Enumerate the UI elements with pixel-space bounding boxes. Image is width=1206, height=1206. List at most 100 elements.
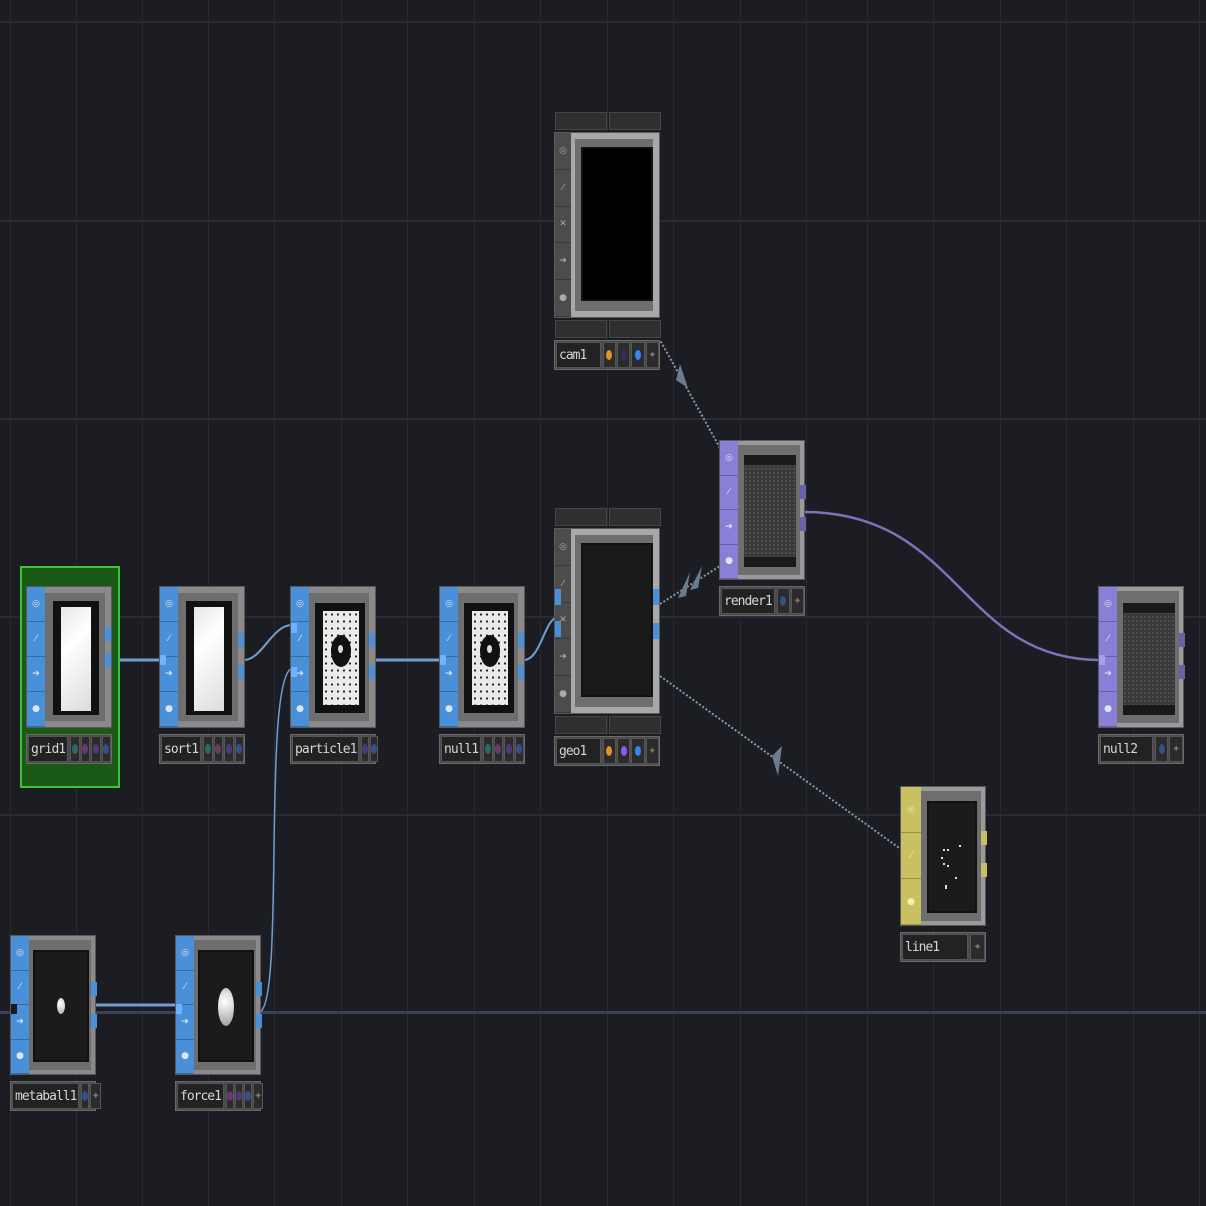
viewer-icon[interactable]: ◎: [720, 441, 738, 476]
flag-purple[interactable]: [91, 736, 101, 762]
viewer-icon[interactable]: ◎: [176, 936, 194, 971]
comp-bottom-connector[interactable]: [555, 716, 607, 734]
lock-icon[interactable]: ●: [440, 692, 458, 727]
flag-teal[interactable]: [203, 736, 213, 762]
output-connector[interactable]: [518, 665, 524, 679]
node-name[interactable]: grid1: [28, 736, 69, 762]
output-connector[interactable]: [369, 665, 375, 679]
input-connector[interactable]: [440, 655, 446, 665]
lock-icon[interactable]: ●: [555, 676, 571, 713]
wire-ref-geo1-render1[interactable]: [659, 565, 721, 605]
output-connector[interactable]: [800, 517, 806, 531]
edit-icon[interactable]: ⁄: [291, 622, 309, 657]
flag-blue[interactable]: [776, 588, 790, 614]
flag-blue[interactable]: [631, 738, 645, 764]
input-connector[interactable]: [555, 589, 561, 605]
edit-icon[interactable]: ⁄: [1099, 622, 1117, 657]
comp-bottom-connector[interactable]: [555, 320, 607, 338]
input-connector[interactable]: [176, 1004, 182, 1014]
node-name[interactable]: metaball1: [12, 1083, 80, 1109]
bypass-x-icon[interactable]: ✕: [555, 603, 571, 640]
flag-blue[interactable]: [234, 736, 245, 762]
flag-blue[interactable]: [631, 342, 645, 368]
node-null2[interactable]: ◎ ⁄ ➔ ● null2 ✦: [1098, 586, 1186, 766]
node-viewer[interactable]: ◎ ⁄ ➔ ●: [10, 935, 97, 1075]
flag-purple[interactable]: [617, 738, 631, 764]
flag-purple[interactable]: [224, 736, 234, 762]
input-connector[interactable]: [555, 621, 561, 637]
edit-icon[interactable]: ⁄: [901, 833, 921, 879]
wire-force1-particle1[interactable]: [259, 667, 293, 1013]
output-connector[interactable]: [91, 1014, 97, 1028]
node-viewer[interactable]: ◎ ⁄ ➔ ●: [290, 586, 376, 728]
edit-icon[interactable]: ⁄: [555, 566, 571, 603]
edit-icon[interactable]: ⁄: [160, 622, 178, 657]
export-icon[interactable]: ➔: [176, 1005, 194, 1040]
export-icon[interactable]: ➔: [291, 657, 309, 692]
flag-blue[interactable]: [370, 736, 379, 762]
output-connector[interactable]: [653, 623, 659, 639]
wire-ref-line1-geo1[interactable]: [659, 675, 903, 851]
lock-icon[interactable]: ●: [27, 692, 45, 727]
node-viewer[interactable]: ◎ ⁄ ➔ ●: [1098, 586, 1185, 728]
add-icon[interactable]: ✦: [645, 738, 660, 764]
output-connector[interactable]: [105, 653, 111, 667]
input-connector[interactable]: [1099, 655, 1105, 665]
node-viewer[interactable]: ◎ ⁄ ●: [900, 786, 987, 926]
node-particle1[interactable]: ◎ ⁄ ➔ ● particle1: [290, 586, 379, 768]
flag-magenta[interactable]: [213, 736, 224, 762]
edit-icon[interactable]: ⁄: [555, 170, 571, 207]
node-name[interactable]: null2: [1100, 736, 1153, 762]
node-name[interactable]: sort1: [161, 736, 202, 762]
flag-teal[interactable]: [70, 736, 80, 762]
add-icon[interactable]: ✦: [790, 588, 804, 614]
comp-top-connector[interactable]: [555, 508, 607, 526]
input-connector[interactable]: [291, 623, 297, 633]
lock-icon[interactable]: ●: [720, 545, 738, 579]
output-connector[interactable]: [238, 633, 244, 647]
lock-icon[interactable]: ●: [1099, 692, 1117, 727]
wire-null1-geo1[interactable]: [523, 617, 557, 661]
flag-purple[interactable]: [361, 736, 370, 762]
add-icon[interactable]: ✦: [645, 342, 660, 368]
node-null1[interactable]: ◎ ⁄ ➔ ● null1: [439, 586, 527, 768]
output-connector[interactable]: [256, 982, 262, 996]
node-render1[interactable]: ◎ ⁄ ➔ ● render1 ✦: [719, 440, 807, 618]
wire-sort1-particle1[interactable]: [243, 624, 293, 661]
flag-magenta[interactable]: [225, 1083, 234, 1109]
flag-purple[interactable]: [617, 342, 631, 368]
node-name[interactable]: null1: [441, 736, 482, 762]
output-connector[interactable]: [238, 665, 244, 679]
output-connector[interactable]: [369, 633, 375, 647]
comp-bottom-connector[interactable]: [609, 716, 661, 734]
export-icon[interactable]: ➔: [440, 657, 458, 692]
viewer-icon[interactable]: ◎: [555, 133, 571, 170]
bypass-x-icon[interactable]: ✕: [555, 207, 571, 244]
viewer-icon[interactable]: ◎: [555, 529, 571, 566]
node-viewer[interactable]: ◎ ⁄ ➔ ●: [719, 440, 806, 580]
node-name[interactable]: geo1: [556, 738, 601, 764]
flag-purple[interactable]: [234, 1083, 243, 1109]
viewer-icon[interactable]: ◎: [160, 587, 178, 622]
output-connector[interactable]: [800, 485, 806, 499]
comp-bottom-connector[interactable]: [609, 320, 661, 338]
node-sort1[interactable]: ◎ ⁄ ➔ ● sort1: [159, 586, 247, 768]
export-icon[interactable]: ➔: [555, 243, 571, 281]
add-icon[interactable]: ✦: [90, 1083, 101, 1109]
node-viewer[interactable]: ◎ ⁄ ➔ ●: [26, 586, 112, 728]
lock-icon[interactable]: ●: [11, 1040, 29, 1074]
output-connector[interactable]: [653, 589, 659, 605]
output-connector[interactable]: [1179, 665, 1185, 679]
lock-icon[interactable]: ●: [160, 692, 178, 727]
wire-render1-null2[interactable]: [803, 510, 1101, 662]
flag-magenta[interactable]: [80, 736, 91, 762]
flag-purple[interactable]: [504, 736, 514, 762]
export-icon[interactable]: ➔: [160, 657, 178, 692]
node-name[interactable]: render1: [721, 588, 775, 614]
export-icon[interactable]: ➔: [1099, 657, 1117, 692]
flag-blue[interactable]: [101, 736, 112, 762]
edit-icon[interactable]: ⁄: [440, 622, 458, 657]
node-name[interactable]: force1: [177, 1083, 224, 1109]
add-icon[interactable]: ✦: [252, 1083, 264, 1109]
flag-magenta[interactable]: [493, 736, 504, 762]
